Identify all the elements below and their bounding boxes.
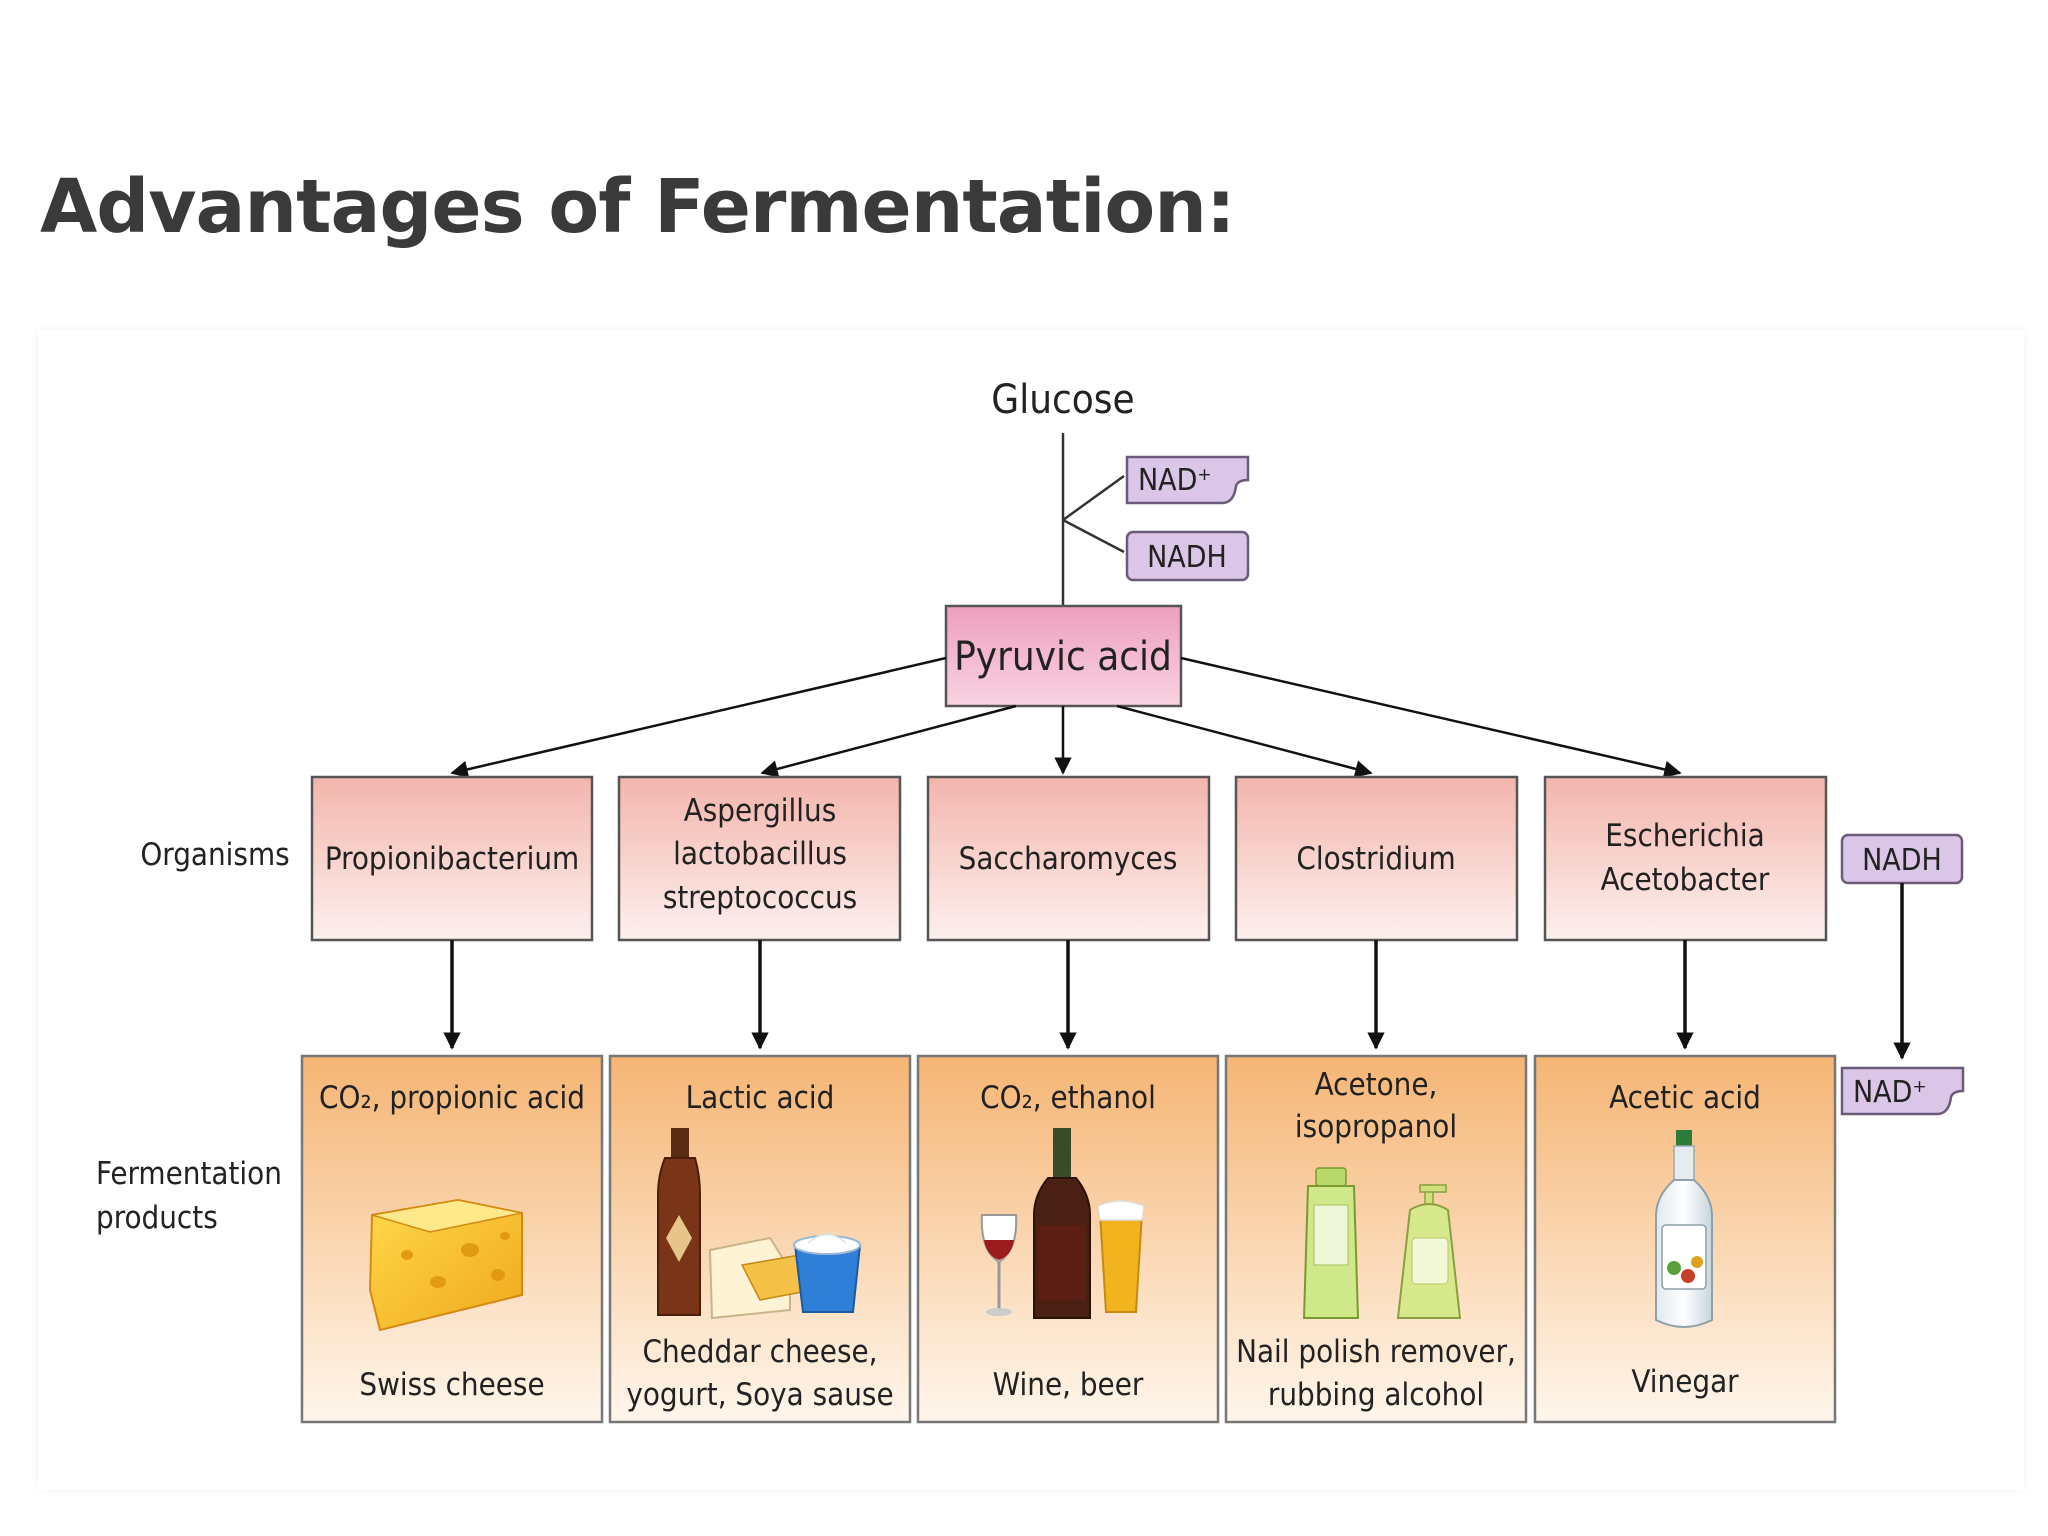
product-text-ethanol: CO₂, ethanol — [980, 1080, 1156, 1116]
sauce-cheese-yogurt-illustration — [657, 1128, 862, 1320]
organism-box-saccharomyces: Saccharomyces — [926, 775, 1211, 942]
solvent-bottles-illustration — [1302, 1167, 1462, 1319]
products-row-label-line2: products — [96, 1200, 218, 1236]
page-title: Advantages of Fermentation: — [40, 164, 1236, 250]
product-box-propionic: CO₂, propionic acid Swiss cheese — [300, 1054, 604, 1424]
nad-plus-tag: NAD⁺ — [1125, 455, 1250, 505]
svg-text:Aspergillus: Aspergillus — [684, 793, 837, 829]
svg-text:NAD⁺: NAD⁺ — [1138, 463, 1212, 498]
side-nad-plus-tag: NAD⁺ — [1840, 1066, 1965, 1116]
organism-box-clostridium: Clostridium — [1234, 775, 1519, 942]
product-text-acetone-line2: isopropanol — [1295, 1109, 1457, 1145]
cofactor-branch — [1062, 474, 1125, 554]
glucose-label: Glucose — [991, 377, 1134, 423]
example-text-vinegar: Vinegar — [1631, 1364, 1739, 1400]
branch-arrow-1 — [450, 656, 947, 778]
svg-text:NAD⁺: NAD⁺ — [1853, 1075, 1927, 1110]
organism-box-aspergillus: Aspergillus lactobacillus streptococcus — [617, 775, 902, 942]
example-text-nail-line1: Nail polish remover, — [1236, 1334, 1516, 1370]
svg-text:Clostridium: Clostridium — [1296, 841, 1455, 877]
product-box-ethanol: CO₂, ethanol Wine, beer — [916, 1054, 1220, 1424]
product-text-propionic: CO₂, propionic acid — [319, 1080, 585, 1116]
svg-text:Pyruvic acid: Pyruvic acid — [954, 634, 1172, 680]
svg-text:Acetobacter: Acetobacter — [1601, 862, 1770, 898]
branch-arrow-4 — [1116, 704, 1373, 778]
svg-text:Saccharomyces: Saccharomyces — [959, 841, 1178, 877]
example-text-nail-line2: rubbing alcohol — [1268, 1377, 1484, 1413]
product-text-acetone-line1: Acetone, — [1315, 1067, 1438, 1103]
example-text-swiss: Swiss cheese — [359, 1367, 544, 1403]
example-text-cheddar-line1: Cheddar cheese, — [642, 1334, 877, 1370]
example-text-cheddar-line2: yogurt, Soya sause — [626, 1377, 893, 1413]
product-text-acetic: Acetic acid — [1609, 1080, 1761, 1116]
products-row-label-line1: Fermentation — [96, 1156, 282, 1192]
svg-text:lactobacillus: lactobacillus — [673, 836, 847, 872]
side-nadh-tag: NADH — [1840, 833, 1964, 885]
branch-arrow-2 — [760, 704, 1017, 778]
svg-text:Propionibacterium: Propionibacterium — [325, 841, 579, 877]
organism-box-propionibacterium: Propionibacterium — [310, 775, 594, 942]
organism-box-escherichia: Escherichia Acetobacter — [1543, 775, 1828, 942]
nadh-tag: NADH — [1125, 530, 1250, 582]
product-box-acetic: Acetic acid Vinegar — [1533, 1054, 1837, 1424]
product-box-acetone: Acetone, isopropanol Nail polish remover… — [1224, 1054, 1528, 1424]
svg-text:streptococcus: streptococcus — [663, 880, 857, 916]
product-box-lactic: Lactic acid Cheddar cheese, yogurt, Soya… — [608, 1054, 912, 1424]
example-text-wine: Wine, beer — [993, 1367, 1144, 1403]
vinegar-bottle-illustration — [1655, 1130, 1713, 1328]
swiss-cheese-illustration — [368, 1198, 523, 1332]
pyruvic-acid-box: Pyruvic acid — [944, 604, 1183, 708]
svg-text:NADH: NADH — [1147, 540, 1227, 575]
organisms-row-label: Organisms — [140, 837, 289, 873]
wine-beer-illustration — [980, 1128, 1145, 1319]
branch-arrow-5 — [1180, 656, 1682, 778]
svg-text:Escherichia: Escherichia — [1605, 818, 1764, 854]
product-text-lactic: Lactic acid — [686, 1080, 835, 1116]
svg-text:NADH: NADH — [1862, 843, 1942, 878]
